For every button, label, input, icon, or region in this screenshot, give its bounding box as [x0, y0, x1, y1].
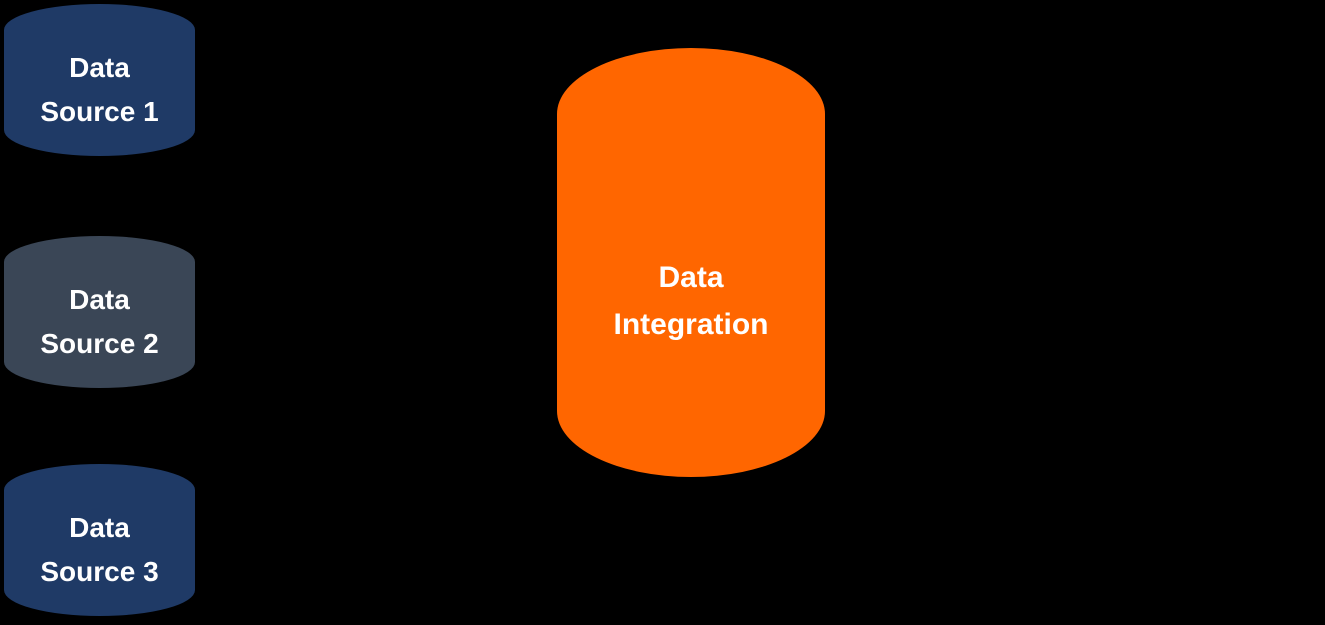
data-integration-cylinder	[557, 48, 825, 477]
cylinder-silhouette	[557, 48, 825, 477]
data-source-2-shape: Data Source 2	[4, 236, 195, 388]
data-source-2-cylinder	[4, 236, 195, 388]
data-source-1-cylinder	[4, 4, 195, 156]
data-integration-shape: Data Integration	[557, 48, 825, 477]
cylinder-silhouette	[4, 464, 195, 616]
cylinder-silhouette	[4, 4, 195, 156]
cylinder-silhouette	[4, 236, 195, 388]
data-source-3-cylinder	[4, 464, 195, 616]
data-source-3-shape: Data Source 3	[4, 464, 195, 616]
data-source-1-shape: Data Source 1	[4, 4, 195, 156]
